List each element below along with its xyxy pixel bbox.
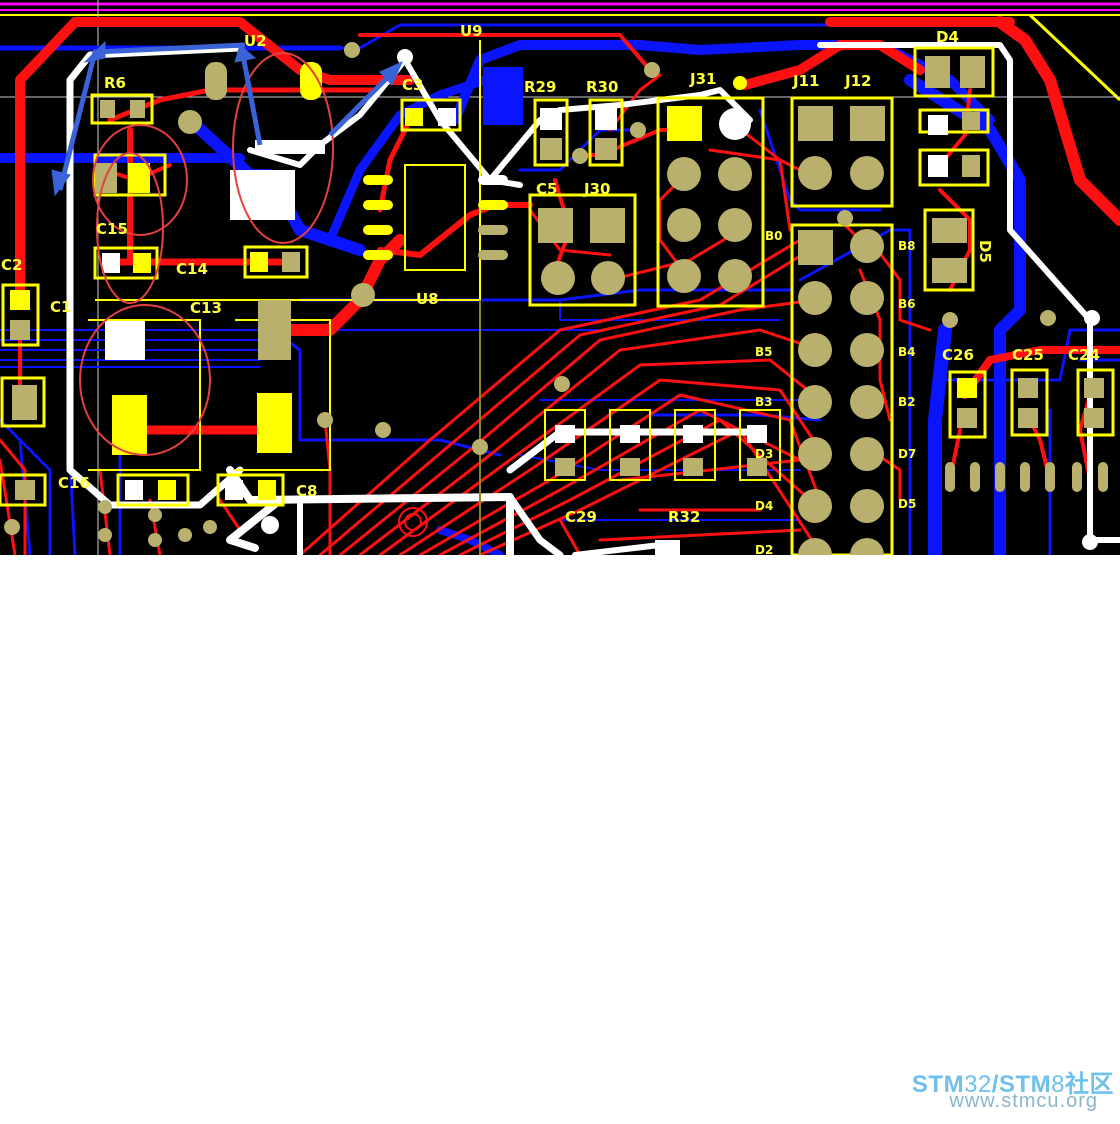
pcb-layout-view[interactable]: R6 U2 C15 C14 C13 C3 U8 R29 R30 J31 J11 … [0, 0, 1120, 555]
annotation-ellipses[interactable] [79, 52, 334, 456]
pin-label: D7 [898, 447, 916, 461]
pin-label: D3 [755, 447, 773, 461]
pin-label: B6 [898, 297, 916, 311]
watermark-title: STM32/STM8社区 [912, 1064, 1114, 1099]
pin-label: B8 [898, 239, 916, 253]
watermark-community: 社区 [1065, 1071, 1114, 1098]
fiducial [398, 507, 428, 537]
pin-label: D4 [755, 499, 773, 513]
label-j11: J11 [792, 72, 819, 90]
label-c25: C25 [1012, 346, 1044, 364]
yellow-via [733, 76, 747, 90]
label-r6: R6 [104, 74, 126, 92]
label-c14: C14 [176, 260, 208, 278]
watermark-stm: STM [911, 1071, 965, 1098]
selected-vias [261, 49, 1100, 550]
label-c24: C24 [1068, 346, 1100, 364]
label-r30: R30 [586, 78, 618, 96]
label-c13: C13 [190, 299, 222, 317]
label-c3: C3 [402, 76, 423, 94]
label-u2: U2 [244, 32, 267, 50]
label-j30: J30 [583, 180, 610, 198]
annotation-arrows[interactable] [51, 40, 403, 197]
selected-pad-u2-pin[interactable] [255, 140, 325, 154]
label-r29: R29 [524, 78, 556, 96]
pin-label: D5 [898, 497, 916, 511]
pin-label: B0 [765, 229, 783, 243]
watermark-32: 32 [964, 1071, 992, 1098]
pin-label: B3 [755, 395, 773, 409]
label-c26: C26 [942, 346, 974, 364]
selected-pad-u2-tab[interactable] [230, 170, 295, 220]
label-u8: U8 [416, 290, 439, 308]
label-c1: C1 [50, 298, 71, 316]
watermark-stm8: STM [998, 1071, 1052, 1098]
pin-label: B4 [898, 345, 916, 359]
watermark-slash: / [991, 1071, 999, 1098]
pin-label: B2 [898, 395, 916, 409]
vias [4, 42, 1056, 547]
label-c16: C16 [58, 474, 90, 492]
label-u9: U9 [460, 22, 483, 40]
label-c29: C29 [565, 508, 597, 526]
component-labels: R6 U2 C15 C14 C13 C3 U8 R29 R30 J31 J11 … [1, 22, 1100, 526]
header-pin-labels: B8 B6 B4 B5 B3 D7 D5 D3 D4 B2 D2 B0 [755, 229, 916, 555]
label-r32: R32 [668, 508, 700, 526]
pin-label: D2 [755, 543, 773, 555]
pin-label: B5 [755, 345, 773, 359]
pads [10, 56, 1108, 555]
label-d4: D4 [936, 28, 959, 46]
selected-pad-c13-left[interactable] [105, 320, 145, 360]
label-c8: C8 [296, 482, 317, 500]
watermark-url: www.stmcu.org [949, 1090, 1098, 1112]
watermark-8: 8 [1051, 1071, 1065, 1098]
label-c5: C5 [536, 180, 557, 198]
label-c15: C15 [96, 220, 128, 238]
label-j12: J12 [844, 72, 871, 90]
label-d5: D5 [976, 240, 994, 263]
board-outline-corner [1028, 13, 1120, 102]
label-c2: C2 [1, 256, 22, 274]
label-j31: J31 [689, 70, 716, 88]
